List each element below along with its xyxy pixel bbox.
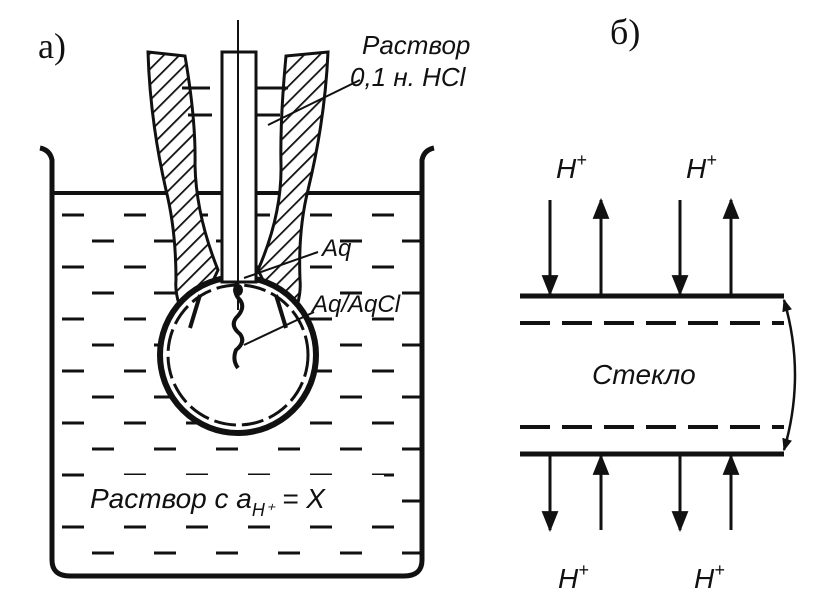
- electrode-label: Aq/AqCl: [310, 291, 401, 318]
- outer-solution-label-prefix: Раствор с a: [90, 483, 252, 514]
- outer-solution-label-bg: [84, 475, 384, 517]
- wire-pointer: [243, 251, 319, 279]
- bottom-ion-arrows: [541, 453, 740, 533]
- glass-bulb: [157, 274, 319, 436]
- ion-label-top-right: H+: [686, 150, 717, 184]
- beaker: [39, 145, 435, 579]
- thickness-bracket: [782, 298, 797, 452]
- inner-solution-pointer: [267, 79, 361, 126]
- outer-solution-label-subscript: H⁺: [252, 500, 276, 520]
- wire-label: Aq: [320, 235, 352, 262]
- inner-solution: [182, 86, 288, 117]
- panel-b-label: б): [610, 12, 640, 52]
- outer-solution-label-suffix: = X: [274, 483, 326, 514]
- panel-a-label: а): [38, 26, 66, 66]
- panel-b: б) Стекло H+ H+ H+ H+: [520, 12, 797, 594]
- inner-solution-label-line1: Раствор: [362, 30, 470, 60]
- ion-label-bottom-right: H+: [694, 560, 725, 594]
- glass-label: Стекло: [592, 359, 696, 390]
- panel-a: а): [38, 20, 470, 579]
- agcl-coil: [231, 280, 245, 370]
- ion-label-bottom-left: H+: [558, 560, 589, 594]
- inner-tube: [220, 20, 258, 370]
- ion-label-top-left: H+: [556, 150, 587, 184]
- inner-solution-label-line2: 0,1 н. HCl: [350, 62, 467, 92]
- electrode-pointer: [243, 311, 315, 346]
- outer-solution-label: Раствор с aH⁺ = X: [90, 483, 326, 520]
- top-ion-arrows: [541, 197, 740, 297]
